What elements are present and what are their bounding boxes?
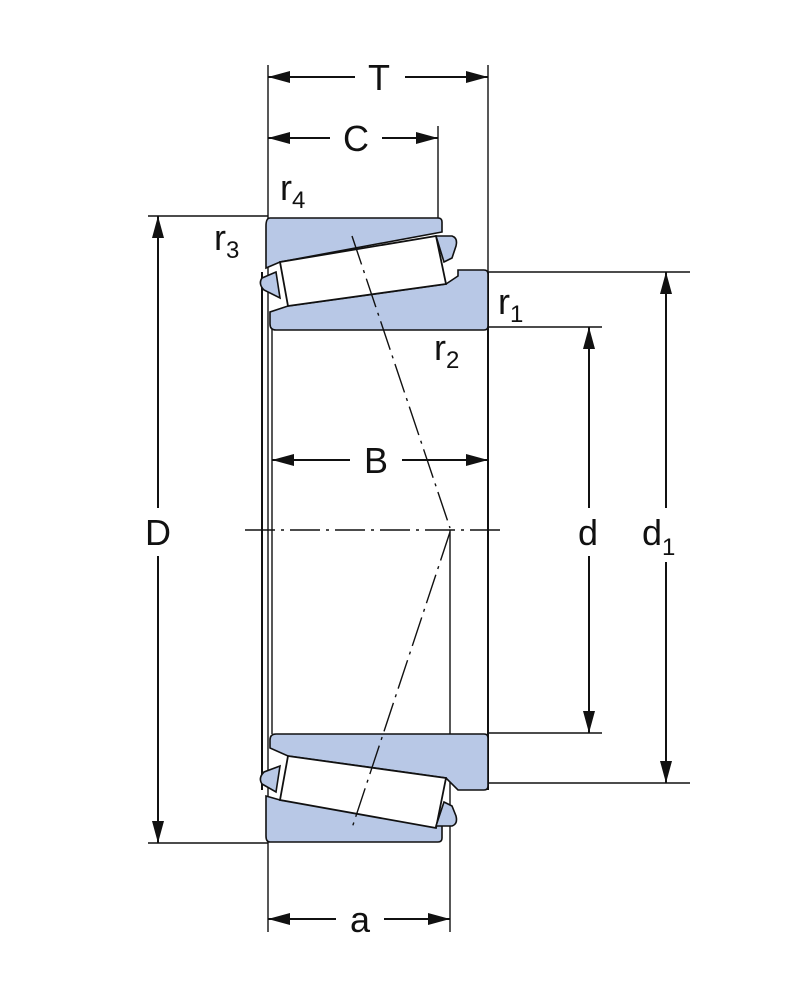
dimension-D: D (145, 216, 171, 843)
dimension-d1: d1 (642, 272, 675, 783)
roller-upper (278, 234, 448, 308)
cage-upper-right (434, 235, 458, 264)
label-T: T (368, 57, 390, 98)
center-lines (245, 235, 505, 829)
dimension-d: d (578, 327, 598, 733)
label-a: a (350, 899, 371, 940)
upper-section (259, 217, 489, 331)
label-B: B (364, 440, 388, 481)
cage-upper-left (259, 270, 282, 300)
inner-ring-upper (269, 269, 489, 331)
label-r2: r2 (434, 327, 459, 374)
label-r1: r1 (498, 281, 523, 328)
label-d1: d1 (642, 512, 675, 561)
label-r3: r3 (214, 217, 239, 264)
label-D: D (145, 512, 171, 553)
roller-lower (278, 754, 448, 830)
cage-lower-left (259, 764, 281, 794)
label-d: d (578, 512, 598, 553)
lower-section (259, 733, 489, 843)
bearing-contour (261, 272, 489, 790)
dimension-a: a (268, 899, 450, 940)
dimension-C: C (268, 118, 438, 159)
cage-lower-right (434, 800, 458, 827)
outer-ring-lower (265, 794, 443, 843)
dimension-T: T (268, 57, 488, 98)
label-C: C (343, 118, 369, 159)
dimension-B: B (272, 440, 488, 481)
label-r4: r4 (280, 167, 305, 214)
